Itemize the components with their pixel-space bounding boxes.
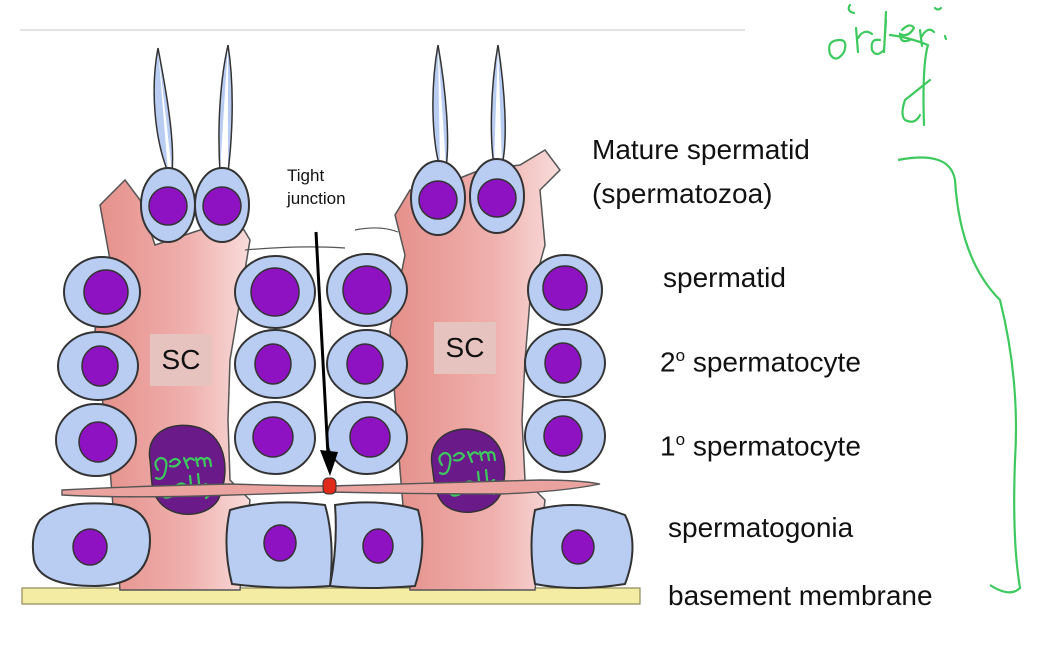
secondary-spermatocyte-cell bbox=[234, 329, 316, 399]
sertoli-process bbox=[244, 246, 346, 251]
primary-degree: o bbox=[675, 430, 686, 449]
sperm-tail bbox=[490, 44, 506, 166]
spermatid-cell bbox=[527, 254, 603, 326]
label-primary-spermatocyte: 1o spermatocyte bbox=[660, 424, 861, 462]
label-spermatozoa: (spermatozoa) bbox=[592, 178, 773, 209]
sperm-tail bbox=[432, 44, 449, 169]
spermatid-cell bbox=[234, 255, 316, 329]
sertoli-process bbox=[354, 227, 399, 233]
secondary-spermatocyte-cell bbox=[326, 329, 408, 399]
tight-junction-arrow bbox=[314, 231, 330, 456]
germ-cell-right bbox=[430, 428, 506, 513]
tight-junction-label: Tight junction bbox=[287, 165, 346, 209]
spermatid-cell bbox=[63, 256, 141, 328]
primary-spermatocyte-cell bbox=[234, 401, 316, 475]
tight-junction-label-line2: junction bbox=[287, 189, 346, 208]
secondary-text: spermatocyte bbox=[685, 346, 861, 378]
basement-membrane-bar bbox=[21, 587, 641, 605]
mature-spermatid bbox=[140, 167, 196, 243]
primary-spermatocyte-cell bbox=[326, 401, 408, 475]
spermatogonium-cell bbox=[225, 501, 333, 589]
spermatogonium-cell bbox=[31, 502, 152, 588]
sertoli-cell-label-right: SC bbox=[434, 322, 496, 374]
label-basement-membrane: basement membrane bbox=[668, 580, 933, 611]
primary-number: 1 bbox=[660, 430, 676, 462]
mature-spermatid bbox=[469, 158, 525, 234]
sperm-tail bbox=[218, 44, 233, 173]
spermatogonium-cell bbox=[328, 501, 424, 589]
primary-text: spermatocyte bbox=[685, 430, 861, 462]
primary-spermatocyte-cell bbox=[55, 403, 137, 477]
spermatid-cell bbox=[326, 253, 408, 327]
spermatogonium-cell bbox=[530, 504, 634, 589]
germ-cell-left bbox=[148, 424, 226, 515]
secondary-degree: o bbox=[675, 346, 686, 365]
primary-spermatocyte-cell bbox=[524, 399, 606, 473]
label-secondary-spermatocyte: 2o spermatocyte bbox=[660, 340, 861, 378]
handwritten-order-annotation bbox=[828, 3, 948, 127]
tight-junction-label-line1: Tight bbox=[287, 166, 325, 185]
tight-junction-marker bbox=[322, 477, 337, 495]
sperm-tail bbox=[153, 47, 174, 173]
sertoli-cell-label-left: SC bbox=[150, 334, 212, 386]
mature-spermatid bbox=[194, 167, 250, 243]
tight-junction-arrowhead bbox=[320, 450, 338, 476]
secondary-spermatocyte-cell bbox=[524, 328, 606, 398]
label-mature-spermatid: Mature spermatid bbox=[592, 134, 810, 165]
label-spermatid: spermatid bbox=[663, 262, 786, 293]
label-spermatogonia: spermatogonia bbox=[668, 512, 854, 543]
secondary-number: 2 bbox=[660, 346, 676, 378]
order-bracket bbox=[897, 156, 1022, 594]
secondary-spermatocyte-cell bbox=[57, 331, 139, 401]
mature-spermatid bbox=[410, 160, 466, 236]
